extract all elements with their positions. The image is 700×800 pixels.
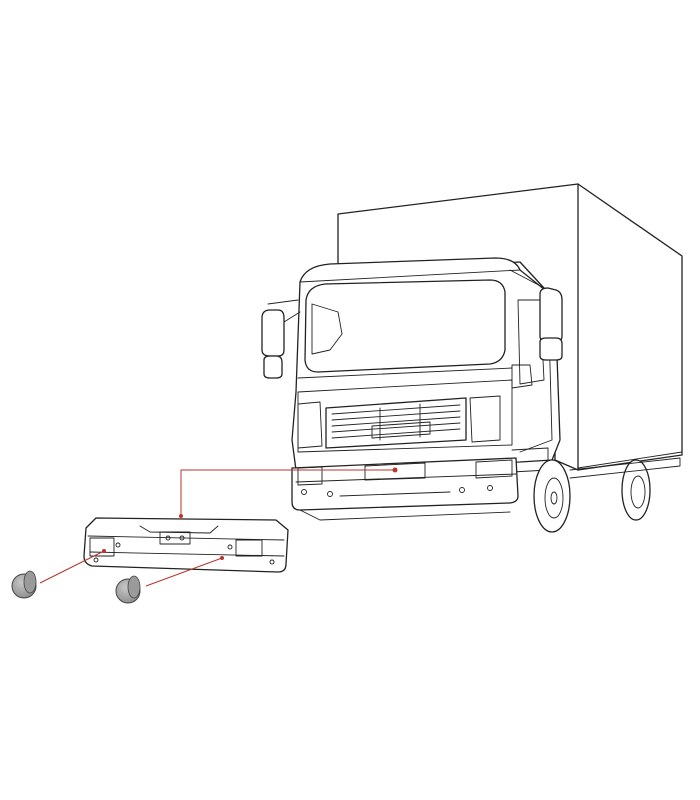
right-cap-leader-dot — [220, 556, 224, 560]
cab — [291, 257, 561, 473]
right-mirror — [539, 287, 563, 361]
left-bumper-cap — [11, 570, 37, 599]
detached-bumper — [83, 517, 289, 573]
truck — [261, 183, 683, 533]
bumper-leader-end-dot — [179, 514, 183, 518]
grille — [325, 397, 467, 449]
bumper-leader-line — [180, 469, 395, 514]
left-cap-leader-line — [39, 550, 105, 584]
chassis — [569, 457, 681, 479]
left-mirror — [261, 299, 301, 379]
left-cap-leader-dot — [102, 549, 106, 553]
underbody — [299, 509, 511, 521]
front-wheel — [533, 459, 571, 533]
right-cap-leader-line — [145, 557, 223, 587]
truck-bumper — [291, 457, 519, 511]
rear-wheel — [621, 459, 651, 521]
right-bumper-cap — [115, 575, 141, 604]
bumper-leader-dot — [392, 467, 398, 473]
leader-lines — [39, 467, 398, 587]
